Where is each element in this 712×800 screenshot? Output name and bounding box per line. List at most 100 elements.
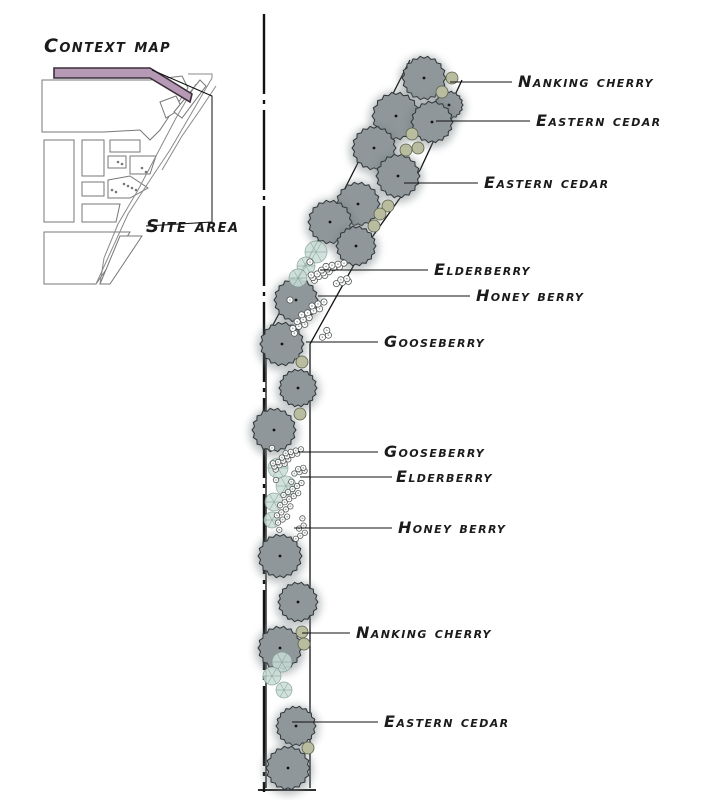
- elderberry-branch: [280, 477, 287, 487]
- berry-center: [279, 504, 282, 507]
- nanking-cherry-shrub: [297, 637, 311, 651]
- label-gooseberry-2: Gooseberry: [384, 442, 485, 461]
- elderberry-branch: [271, 519, 277, 528]
- berry-center: [302, 466, 305, 469]
- berry-center: [299, 534, 302, 537]
- berry-center: [308, 316, 311, 319]
- berry-center: [343, 262, 345, 264]
- berry-center: [285, 508, 287, 511]
- cedar-trunk-dot: [328, 220, 332, 224]
- elderberry-branch: [281, 661, 288, 671]
- berry-center: [283, 501, 286, 504]
- elderberry-branch: [293, 277, 299, 286]
- berry-center: [276, 514, 278, 517]
- cedar-trunk-dot: [278, 646, 282, 650]
- elderberry-branch: [271, 668, 277, 677]
- nanking-cherry-shrub: [295, 355, 309, 369]
- cedar-trunk-dot: [430, 120, 434, 124]
- cedar-trunk-dot: [447, 103, 451, 107]
- berry-center: [309, 261, 311, 263]
- nanking-cherry-shrub: [293, 407, 307, 421]
- nanking-cherry-shrub: [435, 85, 449, 99]
- elderberry-branch: [297, 277, 303, 286]
- berry-center: [306, 311, 309, 314]
- elderberry-branch: [271, 675, 277, 684]
- cedar-trunk-dot: [296, 386, 300, 390]
- label-eastern-cedar-1: Eastern cedar: [536, 111, 662, 130]
- elderberry-branch: [267, 512, 273, 521]
- elderberry-branch: [277, 467, 284, 477]
- berry-center: [289, 451, 292, 453]
- nanking-cherry-shrub: [367, 219, 381, 233]
- berry-center: [335, 282, 338, 285]
- berry-center: [323, 301, 325, 303]
- elderberry-branch: [267, 519, 273, 528]
- berry-center: [321, 336, 324, 339]
- elderberry-branch: [279, 682, 285, 691]
- berry-center: [287, 491, 289, 493]
- berry-center: [303, 323, 306, 326]
- label-honey-berry-2: Honey berry: [398, 518, 506, 537]
- elderberry-branch: [267, 668, 273, 677]
- context-map-roads: [95, 73, 217, 285]
- nanking-cherry-shrub: [445, 71, 459, 85]
- cedar-trunk-dot: [294, 724, 298, 728]
- nanking-cherry-shrub: [411, 141, 425, 155]
- berry-center: [288, 498, 291, 501]
- label-eastern-cedar-3: Eastern cedar: [384, 712, 510, 731]
- elderberry-branch: [273, 494, 279, 503]
- berry-center: [317, 303, 319, 305]
- berry-center: [327, 334, 330, 337]
- berry-center: [300, 448, 302, 451]
- berry-center: [318, 307, 321, 310]
- context-map-parking-dots: [110, 160, 148, 194]
- berry-center: [286, 515, 288, 518]
- elderberry-branch: [283, 689, 289, 698]
- berry-center: [291, 488, 294, 490]
- berry-center: [300, 482, 303, 484]
- berry-center: [278, 528, 281, 531]
- berry-center: [294, 449, 297, 452]
- berry-center: [337, 263, 339, 266]
- berry-center: [277, 461, 279, 463]
- label-gooseberry-1: Gooseberry: [384, 332, 485, 351]
- elderberry-branch: [281, 653, 288, 663]
- label-eastern-cedar-2: Eastern cedar: [484, 173, 610, 192]
- berry-center: [325, 329, 328, 332]
- elderberry-branch: [315, 251, 322, 262]
- elderberry-branch: [310, 242, 317, 253]
- berry-center: [297, 468, 300, 470]
- elderberry-branch: [273, 501, 279, 510]
- berry-center: [293, 332, 296, 335]
- berry-center: [272, 462, 274, 465]
- site-area-label: Site area: [146, 216, 239, 237]
- elderberry-branch: [301, 258, 307, 267]
- elderberry-branch: [267, 675, 273, 684]
- label-honey-berry-1: Honey berry: [476, 286, 584, 305]
- berry-center: [345, 277, 348, 280]
- elderberry-branch: [279, 689, 285, 698]
- berry-center: [296, 485, 298, 487]
- nanking-cherry-shrub: [405, 127, 419, 141]
- berry-center: [294, 537, 297, 540]
- cedar-trunk-dot: [372, 146, 376, 150]
- berry-center: [281, 456, 283, 459]
- site-area-highlight: [53, 67, 193, 104]
- cedar-trunk-dot: [280, 342, 284, 346]
- berry-center: [297, 492, 300, 495]
- berry-center: [312, 309, 315, 312]
- berry-center: [302, 524, 305, 527]
- berry-center: [281, 518, 284, 521]
- berry-center: [296, 320, 299, 323]
- site-area-leader: [145, 69, 213, 227]
- elderberry-branch: [293, 270, 299, 279]
- context-map: Context map: [41, 35, 239, 285]
- berry-center: [289, 299, 291, 301]
- plant-label-texts: Nanking cherry Eastern cedar Eastern ced…: [356, 72, 662, 731]
- elderberry-branch: [269, 501, 275, 510]
- label-nanking-cherry-bottom: Nanking cherry: [356, 623, 492, 642]
- cedar-trunk-dot: [396, 174, 400, 178]
- berry-center: [303, 531, 306, 534]
- context-map-blocks: [41, 75, 207, 285]
- berry-center: [316, 273, 319, 275]
